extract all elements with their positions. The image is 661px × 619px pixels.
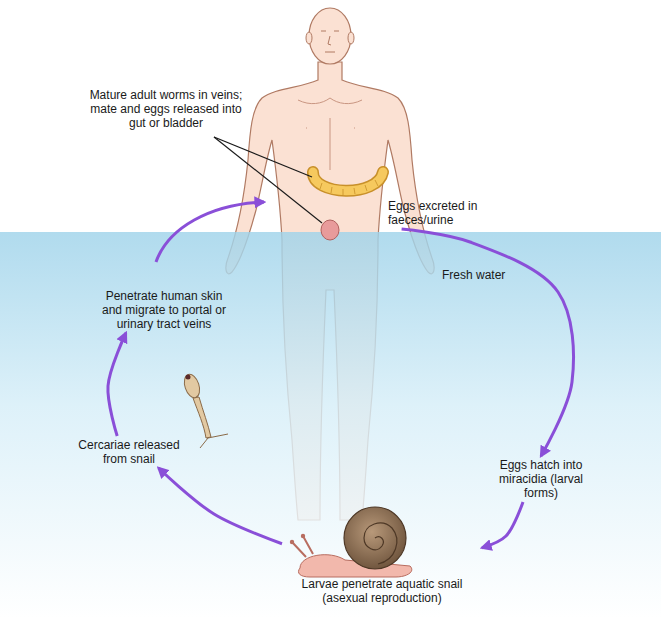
intestine (313, 172, 383, 191)
stage-text: Cercariae released from snail (72, 438, 186, 466)
shell-spiral (364, 523, 397, 564)
stage-node: Penetrate human skin and migrate to port… (96, 287, 232, 333)
snail-tentacles (292, 536, 313, 557)
stage-text: Eggs hatch into miracidia (larval forms) (498, 458, 584, 500)
stage-node: Cercariae released from snail (70, 436, 188, 468)
stage-node: Larvae penetrate aquatic snail (asexual … (282, 505, 482, 607)
cycle-arrow (482, 502, 523, 548)
callout-label: Mature adult worms in veins; mate and eg… (86, 88, 246, 130)
cercaria-eyespot (186, 375, 191, 380)
fresh-water (0, 232, 661, 619)
human-ear (306, 32, 312, 44)
cycle-arrow (159, 468, 283, 544)
leader-line (214, 137, 312, 177)
cycle-arrow (108, 333, 126, 436)
snail (290, 507, 412, 577)
face-lines (321, 31, 339, 52)
cercaria (182, 372, 228, 448)
intestine-outline (313, 172, 383, 191)
stage-text: Penetrate human skin and migrate to port… (98, 289, 230, 331)
cercaria-head (182, 372, 203, 399)
stage-text: Larvae penetrate aquatic snail (asexual … (284, 577, 480, 605)
infection-arrow (156, 202, 264, 262)
region-label: Fresh water (442, 268, 522, 282)
cercaria-tail-fill (193, 397, 211, 438)
leader-line (214, 137, 322, 223)
stage-node: Eggs hatch into miracidia (larval forms) (496, 456, 586, 502)
tentacle-tip (290, 540, 294, 544)
cycle-arrow (402, 229, 574, 456)
human-head (309, 8, 351, 64)
stage-text: Eggs excreted in faeces/urine (388, 199, 488, 227)
bladder (321, 220, 339, 240)
tentacle-tip (301, 534, 305, 538)
stage-node: Eggs excreted in faeces/urine (386, 197, 490, 229)
intestine-folds (320, 180, 378, 195)
snail-shell (344, 507, 406, 569)
human-ear (348, 32, 354, 44)
